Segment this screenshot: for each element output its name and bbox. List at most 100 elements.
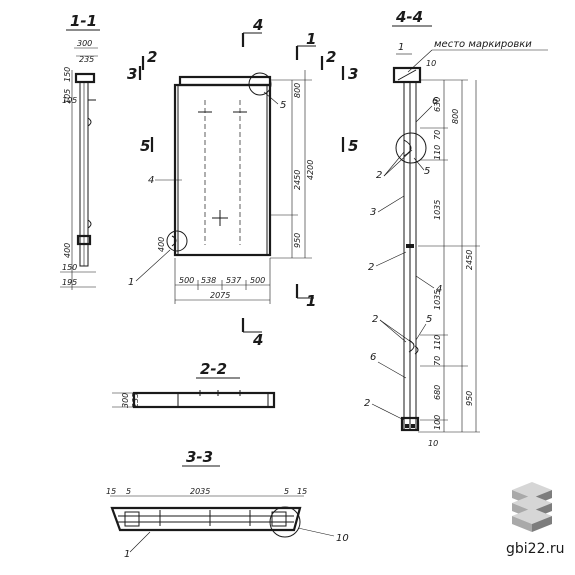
panel-outline <box>173 83 272 257</box>
dim-538: 538 <box>201 276 216 285</box>
cut-label-2-left: 2 <box>147 48 157 66</box>
logo-cubes <box>512 482 552 532</box>
section-title-1-1: 1-1 <box>70 12 97 30</box>
leader-line <box>377 195 405 213</box>
callout-5: 5 <box>280 100 286 111</box>
lifting-loop <box>87 219 92 229</box>
dim-5-a: 5 <box>126 487 131 496</box>
cut-label-1-top: 1 <box>306 30 316 48</box>
lifting-loop <box>87 117 92 127</box>
dim-10-a: 10 <box>426 59 436 68</box>
callout-4-44: 4 <box>436 284 442 295</box>
dim-800-44: 800 <box>451 109 460 124</box>
callout-1: 1 <box>128 277 134 288</box>
dim-300-22: 300 <box>121 393 130 408</box>
cut-label-4-top: 4 <box>252 16 263 34</box>
callout-4: 4 <box>148 175 154 186</box>
dim-5-b: 5 <box>284 487 289 496</box>
detail-circle <box>395 132 427 164</box>
dim-70-b: 70 <box>433 356 442 366</box>
leader-line <box>297 527 335 537</box>
dim-150: 150 <box>63 67 72 82</box>
section-3-3-body <box>110 506 302 532</box>
watermark: gbi22.ru <box>506 482 565 557</box>
dim-2035: 2035 <box>190 487 210 496</box>
dim-15-a: 15 <box>106 487 116 496</box>
cut-label-5-left: 5 <box>140 137 150 155</box>
bottom-foot <box>400 416 420 432</box>
cut-label-3-left: 3 <box>127 65 137 83</box>
callout-3: 3 <box>370 207 376 218</box>
leader-line <box>383 151 405 177</box>
cut-label-2-right: 2 <box>326 48 336 66</box>
section-4-4: 4-4 место маркировки 1 10 <box>364 8 548 448</box>
leader-line <box>135 249 171 282</box>
foot-node <box>411 424 415 428</box>
leader-line <box>263 91 279 105</box>
rib-block <box>124 511 140 527</box>
section-2-2: 2-2 300 235 <box>112 360 276 409</box>
detail-circle <box>166 230 188 252</box>
callout-1-44: 1 <box>398 42 404 53</box>
dim-400: 400 <box>63 243 72 258</box>
callout-10: 10 <box>336 533 349 544</box>
dim-100: 100 <box>433 415 442 430</box>
loop-detail <box>414 345 419 355</box>
dim-537: 537 <box>226 276 242 285</box>
leader-line <box>377 361 407 379</box>
leader-line <box>379 319 415 345</box>
loop-detail <box>408 339 415 353</box>
dim-800-elev: 800 <box>293 83 302 98</box>
callout-2-b: 2 <box>368 262 374 273</box>
callout-5-a: 5 <box>424 166 430 177</box>
section-3-3: 3-3 15 5 2035 5 15 10 1 <box>106 448 349 560</box>
dim-630: 630 <box>433 97 442 112</box>
cut-label-4-bottom: 4 <box>252 331 263 349</box>
callout-6-top: 6 <box>432 96 438 107</box>
logo-layer-side <box>512 516 532 532</box>
dim-400-elev: 400 <box>157 237 166 252</box>
leader-line <box>415 105 433 123</box>
dim-105: 105 <box>63 89 72 104</box>
callout-2-d: 2 <box>364 398 370 409</box>
leader-line <box>383 149 413 177</box>
rib-block <box>271 511 287 527</box>
callout-6-bottom: 6 <box>370 352 376 363</box>
dim-195: 195 <box>62 278 77 287</box>
dim-110-b: 110 <box>433 335 442 350</box>
leader-line <box>413 157 425 171</box>
cut-label-1-bottom: 1 <box>306 292 316 310</box>
callout-5-b: 5 <box>426 314 432 325</box>
dim-235-22: 235 <box>131 393 140 408</box>
dim-500-a: 500 <box>179 276 194 285</box>
loop-detail <box>403 139 412 157</box>
dim-300: 300 <box>77 39 92 48</box>
dim-70-a: 70 <box>433 130 442 140</box>
dim-2075: 2075 <box>210 291 230 300</box>
dim-150-b: 150 <box>62 263 77 272</box>
dim-110-a: 110 <box>433 145 442 160</box>
section-title-3-3: 3-3 <box>186 448 213 466</box>
mid-node <box>406 244 414 248</box>
leader-line <box>415 275 435 289</box>
detail-circle <box>269 506 301 538</box>
logo-layer-side <box>532 516 552 532</box>
leader-line <box>415 323 427 341</box>
dim-680: 680 <box>433 385 442 400</box>
dim-500-b: 500 <box>250 276 265 285</box>
dim-15-b: 15 <box>297 487 307 496</box>
section-title-4-4: 4-4 <box>395 8 423 26</box>
panel-elevation: 4 1 2 2 3 3 5 5 4 1 <box>127 16 358 349</box>
panel-top-cap <box>178 75 272 87</box>
callout-1-33: 1 <box>124 549 130 560</box>
leader-line <box>375 251 407 267</box>
cut-label-3-right: 3 <box>348 65 358 83</box>
dim-950-44: 950 <box>465 391 474 406</box>
leader-line <box>371 403 405 421</box>
bottom-flange <box>76 234 92 246</box>
cut-label-5-right: 5 <box>348 137 358 155</box>
head-diagonal <box>397 69 417 81</box>
dim-105-b: 105 <box>62 96 77 105</box>
section-title-2-2: 2-2 <box>200 360 227 378</box>
dim-1035-b: 1035 <box>433 290 442 310</box>
